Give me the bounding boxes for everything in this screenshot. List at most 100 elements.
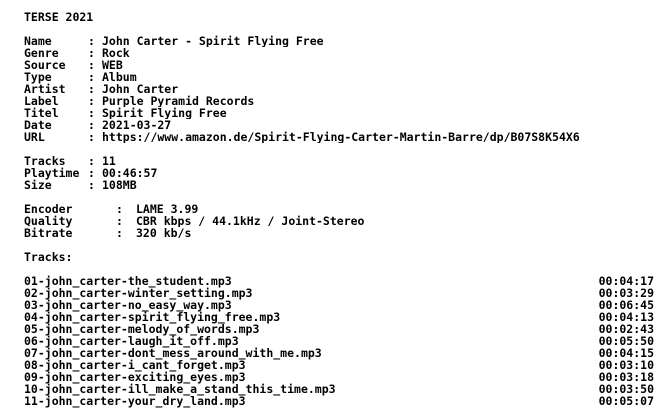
track-duration: 00:04:13 <box>598 310 654 324</box>
spacer <box>24 239 654 251</box>
encoding-key: Encoder <box>24 202 73 216</box>
info-value: Rock <box>102 47 130 59</box>
info-colon: : <box>88 46 95 60</box>
stats-value: 11 <box>102 155 116 167</box>
stats-colon: : <box>88 178 95 192</box>
encoding-row-bitrate: Bitrate: 320 kb/s <box>24 227 654 239</box>
encoding-colon: : <box>116 226 123 240</box>
track-file: 11-john_carter-your_dry_land.mp3 <box>24 394 246 408</box>
info-key: Titel <box>24 106 59 120</box>
info-row-name: Name: John Carter - Spirit Flying Free <box>24 35 654 47</box>
track-duration: 00:03:10 <box>598 358 654 372</box>
encoding-row-encoder: Encoder: LAME 3.99 <box>24 203 654 215</box>
stats-value: 108MB <box>102 179 137 191</box>
info-value: John Carter <box>102 83 179 95</box>
track-row: 11-john_carter-your_dry_land.mp3 00:05:07 <box>24 395 654 407</box>
info-colon: : <box>88 118 95 132</box>
release-stats: Tracks:11 Playtime:00:46:57 Size:108MB <box>24 155 654 191</box>
track-row: 09-john_carter-exciting_eyes.mp3 00:03:18 <box>24 371 654 383</box>
info-row-type: Type:Album <box>24 71 654 83</box>
track-file: 06-john_carter-laugh_it_off.mp3 <box>24 334 239 348</box>
info-value: WEB <box>102 59 123 71</box>
info-key: Genre <box>24 46 59 60</box>
track-file: 09-john_carter-exciting_eyes.mp3 <box>24 370 246 384</box>
track-file: 04-john_carter-spirit_flying_free.mp3 <box>24 310 281 324</box>
stats-key: Size <box>24 178 52 192</box>
stats-key: Tracks <box>24 154 66 168</box>
stats-colon: : <box>88 166 95 180</box>
encoding-value: CBR kbps / 44.1kHz / Joint-Stereo <box>136 215 365 227</box>
track-duration: 00:06:45 <box>598 298 654 312</box>
info-row-genre: Genre: Rock <box>24 47 654 59</box>
stats-colon: : <box>88 154 95 168</box>
stats-key: Playtime <box>24 166 80 180</box>
track-row: 04-john_carter-spirit_flying_free.mp3 00:… <box>24 311 654 323</box>
track-file: 08-john_carter-i_cant_forget.mp3 <box>24 358 246 372</box>
info-row-titel: Titel: Spirit Flying Free <box>24 107 654 119</box>
nfo-document: TERSE 2021 Name: John Carter - Spirit Fly… <box>24 11 654 407</box>
track-file: 05-john_carter-melody_of_words.mp3 <box>24 322 260 336</box>
info-value: Spirit Flying Free <box>102 107 227 119</box>
track-row: 05-john_carter-melody_of_words.mp3 00:02:… <box>24 323 654 335</box>
track-duration: 00:03:18 <box>598 370 654 384</box>
track-row: 03-john_carter-no_easy_way.mp3 00:06:45 <box>24 299 654 311</box>
track-duration: 00:04:15 <box>598 346 654 360</box>
track-duration: 00:05:50 <box>598 334 654 348</box>
info-url-value[interactable]: https://www.amazon.de/Spirit-Flying-Cart… <box>102 131 580 143</box>
release-title: TERSE 2021 <box>24 11 94 23</box>
encoding-value: LAME 3.99 <box>136 203 199 215</box>
info-row-date: Date:2021-03-27 <box>24 119 654 131</box>
track-duration: 00:03:50 <box>598 382 654 396</box>
stats-row-playtime: Playtime:00:46:57 <box>24 167 654 179</box>
info-colon: : <box>88 94 95 108</box>
encoding-row-quality: Quality: CBR kbps / 44.1kHz / Joint-Stere… <box>24 215 654 227</box>
spacer <box>24 143 654 155</box>
encoding-colon: : <box>116 214 123 228</box>
info-value: 2021-03-27 <box>102 119 172 131</box>
info-value: John Carter - Spirit Flying Free <box>102 35 324 47</box>
info-key: Name <box>24 34 52 48</box>
track-list: 01-john_carter-the_student.mp3 00:04:17 0… <box>24 275 654 407</box>
info-colon: : <box>88 130 95 144</box>
info-value: Purple Pyramid Records <box>102 95 255 107</box>
info-colon: : <box>88 106 95 120</box>
track-file: 07-john_carter-dont_mess_around_with_me.… <box>24 346 322 360</box>
info-key: Label <box>24 94 59 108</box>
info-row-artist: Artist: John Carter <box>24 83 654 95</box>
info-key: Type <box>24 70 52 84</box>
stats-row-size: Size:108MB <box>24 179 654 191</box>
track-file: 02-john_carter-winter_setting.mp3 <box>24 286 253 300</box>
track-row: 08-john_carter-i_cant_forget.mp3 00:03:10 <box>24 359 654 371</box>
track-row: 06-john_carter-laugh_it_off.mp3 00:05:50 <box>24 335 654 347</box>
info-row-url: URL: https://www.amazon.de/Spirit-Flying-… <box>24 131 654 143</box>
track-duration: 00:05:07 <box>598 394 654 408</box>
track-duration: 00:04:17 <box>598 274 654 288</box>
track-file: 03-john_carter-no_easy_way.mp3 <box>24 298 232 312</box>
info-row-source: Source:WEB <box>24 59 654 71</box>
info-key: Date <box>24 118 52 132</box>
info-value: Album <box>102 71 137 83</box>
encoding-colon: : <box>116 202 123 216</box>
track-file: 10-john_carter-ill_make_a_stand_this_tim… <box>24 382 336 396</box>
info-colon: : <box>88 34 95 48</box>
spacer <box>24 23 654 35</box>
track-file: 01-john_carter-the_student.mp3 <box>24 274 232 288</box>
info-row-label: Label: Purple Pyramid Records <box>24 95 654 107</box>
info-key: Artist <box>24 82 66 96</box>
track-row: 01-john_carter-the_student.mp3 00:04:17 <box>24 275 654 287</box>
encoding-key: Quality <box>24 214 73 228</box>
track-row: 07-john_carter-dont_mess_around_with_me.… <box>24 347 654 359</box>
encoding-info: Encoder: LAME 3.99 Quality: CBR kbps / 44.… <box>24 203 654 239</box>
stats-value: 00:46:57 <box>102 167 158 179</box>
track-duration: 00:03:29 <box>598 286 654 300</box>
info-colon: : <box>88 58 95 72</box>
stats-row-tracks: Tracks:11 <box>24 155 654 167</box>
track-row: 10-john_carter-ill_make_a_stand_this_tim… <box>24 383 654 395</box>
info-colon: : <box>88 82 95 96</box>
encoding-value: 320 kb/s <box>136 227 192 239</box>
track-row: 02-john_carter-winter_setting.mp3 00:03:2… <box>24 287 654 299</box>
tracks-heading: Tracks: <box>24 251 73 263</box>
info-key: URL <box>24 130 45 144</box>
encoding-key: Bitrate <box>24 226 73 240</box>
track-duration: 00:02:43 <box>598 322 654 336</box>
